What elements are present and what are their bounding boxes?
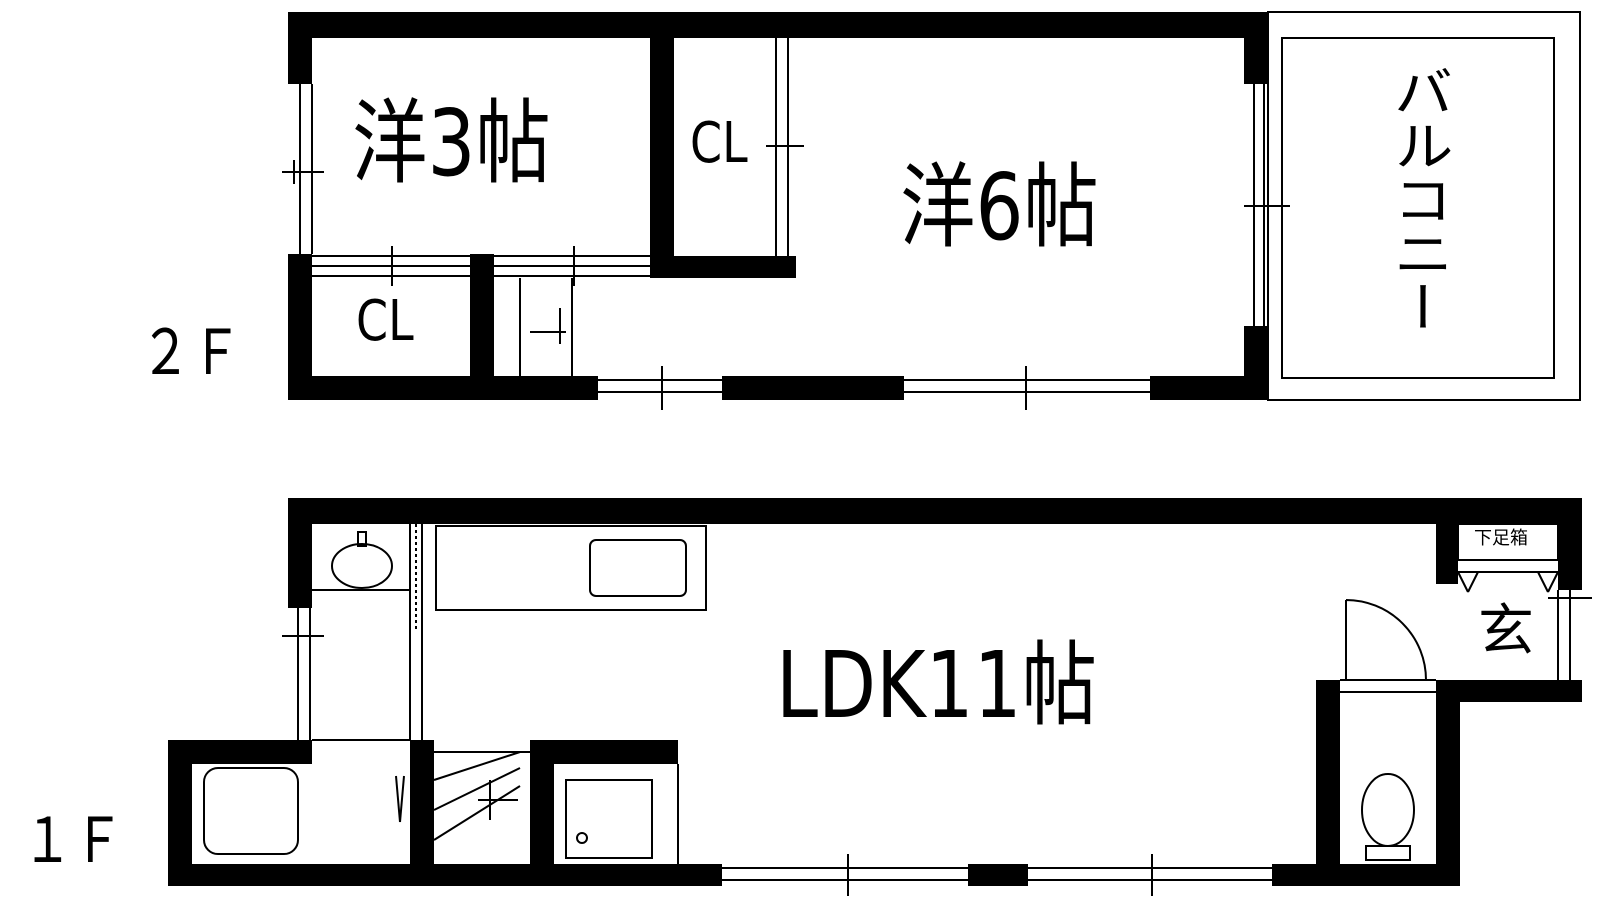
floor-label-1f: １Ｆ: [22, 804, 124, 877]
room-label-entrance: 玄: [1478, 599, 1534, 664]
room-label-western-3: 洋3帖: [352, 90, 551, 197]
wall-1f-bottom-right: [1272, 864, 1460, 886]
wall-1f-toilet-left: [1316, 680, 1340, 886]
floor-2f-thin-lines: [282, 11, 1581, 410]
floor-1f-plan: [168, 498, 1582, 886]
wall-1f-top: [288, 498, 1582, 524]
wall-closet-bottom: [650, 256, 796, 278]
wall-1f-stair-wall: [410, 740, 434, 886]
wall-closet-left: [650, 38, 674, 278]
wall-2f-left-upper: [288, 12, 312, 84]
wall-2f-top: [288, 12, 1268, 38]
room-label-closet-lower: CL: [356, 289, 414, 354]
wall-2f-bottom-left: [288, 376, 598, 400]
wall-cl-lower-right: [470, 254, 494, 376]
floor-1f-thin-lines: [203, 523, 1592, 896]
floor-2f-plan: [288, 12, 1268, 400]
wall-1f-bottom-left: [168, 864, 722, 886]
wall-2f-bottom-mid: [722, 376, 904, 400]
wall-1f-toilet-right: [1436, 680, 1460, 886]
wall-1f-left-top: [288, 498, 312, 608]
room-label-shoe-box: 下足箱: [1474, 528, 1528, 549]
room-label-ldk: LDK11帖: [776, 632, 1098, 739]
room-label-western-6: 洋6帖: [900, 154, 1099, 261]
room-label-closet-upper: CL: [690, 111, 748, 176]
room-label-balcony: バルコニー: [1383, 64, 1453, 334]
wall-1f-entrance-left: [1436, 524, 1458, 584]
wall-1f-shower-top: [530, 740, 678, 764]
wall-2f-right-lower: [1244, 326, 1268, 400]
wall-1f-entrance-bottom: [1460, 680, 1582, 702]
floor-label-2f: ２Ｆ: [140, 316, 242, 389]
wall-1f-right-top: [1558, 498, 1582, 590]
wall-1f-bath-left: [168, 740, 192, 886]
wall-1f-shower-left: [530, 740, 554, 886]
wall-1f-bottom-mid: [968, 864, 1028, 886]
wall-2f-left-lower: [288, 254, 312, 400]
wall-2f-right-upper: [1244, 12, 1268, 84]
